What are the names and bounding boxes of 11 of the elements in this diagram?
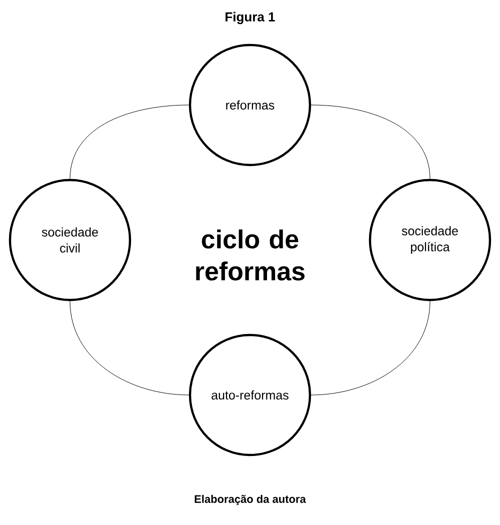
circle-node: sociedade civil xyxy=(8,178,132,302)
circle-node: sociedade política xyxy=(368,178,492,302)
connector-arc xyxy=(310,300,430,396)
connector-arc xyxy=(70,104,190,180)
connector-arc xyxy=(310,104,430,180)
center-label: ciclo de reformas xyxy=(196,229,305,281)
connector-arc xyxy=(70,300,190,396)
figure-title: Figura 1 xyxy=(226,12,275,24)
caption: Elaboração da autora xyxy=(194,494,306,506)
circle-node: auto-reformas xyxy=(188,334,312,456)
circle-node: reformas xyxy=(188,44,312,166)
